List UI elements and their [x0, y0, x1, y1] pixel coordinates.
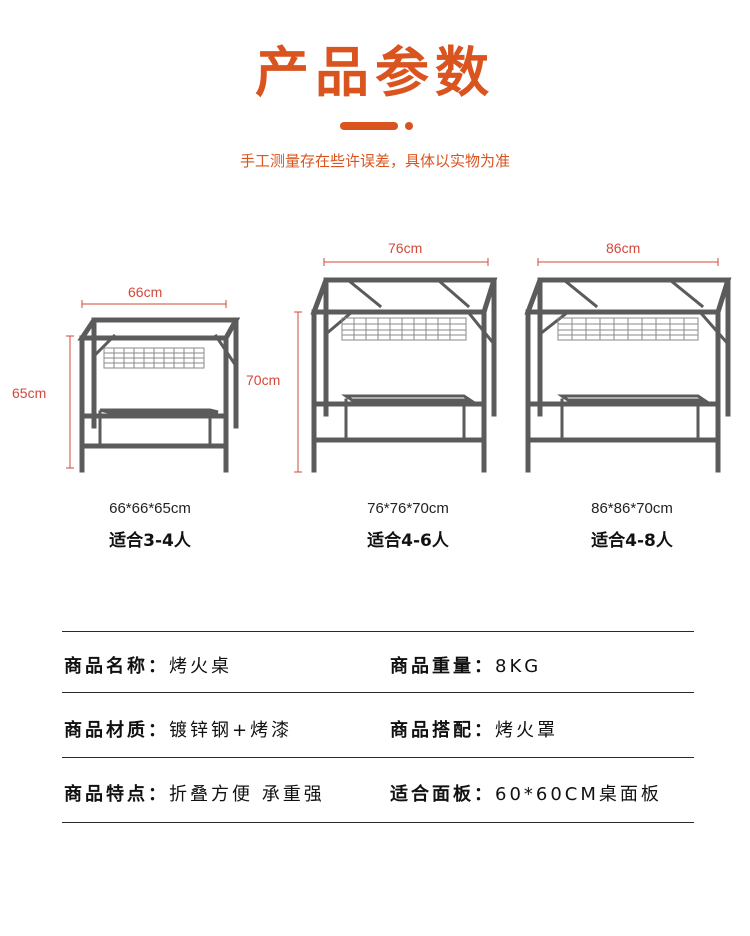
size-spec: 76*76*70cm — [367, 500, 449, 517]
title-underline-left — [340, 122, 398, 130]
spec-divider — [62, 757, 694, 758]
capacity-label: 适合3-4人 — [109, 531, 191, 551]
table-frame-illustration — [66, 300, 241, 473]
spec-value: 烤火罩 — [495, 720, 558, 741]
spec-panel: 适合面板：60*60CM桌面板 — [390, 780, 662, 806]
page-title: 产品参数 — [255, 41, 495, 104]
width-dimension-label: 66cm — [128, 284, 163, 300]
spec-label: 适合面板： — [390, 784, 495, 805]
size-spec: 86*86*70cm — [591, 500, 673, 517]
capacity-label: 适合4-8人 — [591, 531, 673, 551]
spec-feature: 商品特点：折叠方便 承重强 — [64, 780, 325, 806]
spec-label: 商品重量： — [390, 656, 495, 677]
spec-label: 商品材质： — [64, 720, 169, 741]
width-dimension-label: 76cm — [388, 240, 423, 256]
height-dimension-label: 70cm — [246, 372, 281, 388]
spec-weight: 商品重量：8KG — [390, 652, 541, 678]
spec-divider — [62, 692, 694, 693]
spec-divider-top — [62, 631, 694, 632]
table-frame-illustration — [294, 258, 498, 473]
spec-value: 烤火桌 — [169, 656, 232, 677]
spec-label: 商品名称： — [64, 656, 169, 677]
capacity-label: 适合4-6人 — [367, 531, 449, 551]
spec-label: 商品搭配： — [390, 720, 495, 741]
spec-label: 商品特点： — [64, 784, 169, 805]
size-spec: 66*66*65cm — [109, 500, 191, 517]
title-underline-right — [405, 122, 413, 130]
spec-pairing: 商品搭配：烤火罩 — [390, 716, 558, 742]
spec-value: 镀锌钢+烤漆 — [169, 720, 293, 741]
table-frame-illustration — [524, 258, 732, 473]
spec-value: 折叠方便 承重强 — [169, 784, 325, 805]
spec-value: 60*60CM桌面板 — [495, 784, 662, 805]
width-dimension-label: 86cm — [606, 240, 641, 256]
spec-name: 商品名称：烤火桌 — [64, 652, 232, 678]
spec-divider-bottom — [62, 822, 694, 823]
height-dimension-label: 65cm — [12, 385, 47, 401]
spec-value: 8KG — [495, 656, 542, 677]
measurement-note: 手工测量存在些许误差，具体以实物为准 — [239, 152, 510, 170]
spec-material: 商品材质：镀锌钢+烤漆 — [64, 716, 292, 742]
